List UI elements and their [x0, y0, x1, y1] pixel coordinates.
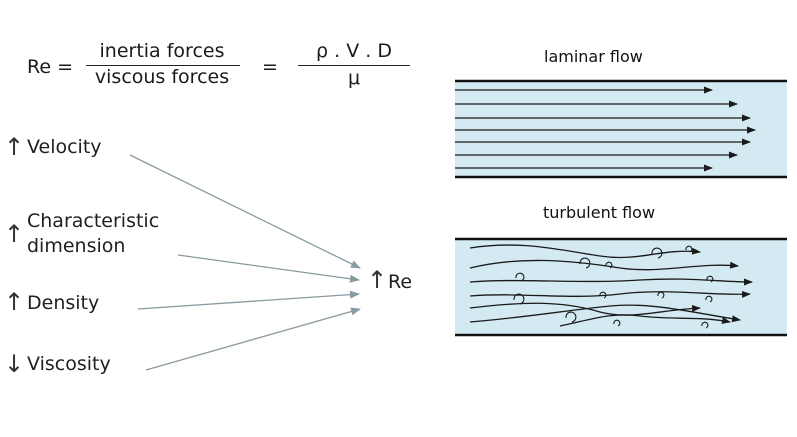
arrow-velocity-to-re: [129, 154, 361, 269]
param-characteristic-dimension: Characteristic dimension: [27, 210, 160, 257]
turbulent-pipe-fill: [455, 239, 787, 335]
turbulent-eddies: [513, 245, 714, 329]
viscosity-down-arrow-icon: ↓: [4, 350, 25, 378]
formula-denominator: viscous forces: [94, 66, 230, 88]
fraction-line-forces: [86, 65, 240, 66]
turbulent-streamlines: [469, 244, 753, 327]
formula-numerator: inertia forces: [99, 40, 225, 62]
formula-rhs-denominator: μ: [347, 67, 361, 89]
formula-rhs-numerator: ρ . V . D: [316, 40, 392, 62]
dimension-up-arrow-icon: ↑: [4, 220, 25, 248]
laminar-streamlines: [455, 86, 756, 172]
fraction-line-rhs: [298, 65, 410, 66]
laminar-pipe-fill: [455, 81, 787, 177]
arrow-viscosity-to-re: [145, 307, 361, 371]
param-viscosity: Viscosity: [27, 353, 111, 375]
turbulent-flow-title: turbulent flow: [543, 203, 656, 222]
arrow-dimension-to-re: [177, 254, 360, 283]
turbulent-pipe: [455, 237, 787, 337]
formula-equals: =: [262, 56, 278, 78]
velocity-up-arrow-icon: ↑: [4, 133, 25, 161]
formula-lhs: Re =: [27, 56, 73, 78]
arrow-density-to-re: [137, 290, 360, 310]
influence-arrows: [129, 154, 361, 371]
param-density: Density: [27, 292, 100, 314]
param-velocity: Velocity: [27, 136, 102, 158]
laminar-flow-title: laminar flow: [544, 47, 643, 66]
laminar-pipe: [455, 79, 787, 179]
result-re: Re: [388, 271, 413, 293]
density-up-arrow-icon: ↑: [4, 288, 25, 316]
re-up-arrow-icon: ↑: [367, 266, 388, 294]
